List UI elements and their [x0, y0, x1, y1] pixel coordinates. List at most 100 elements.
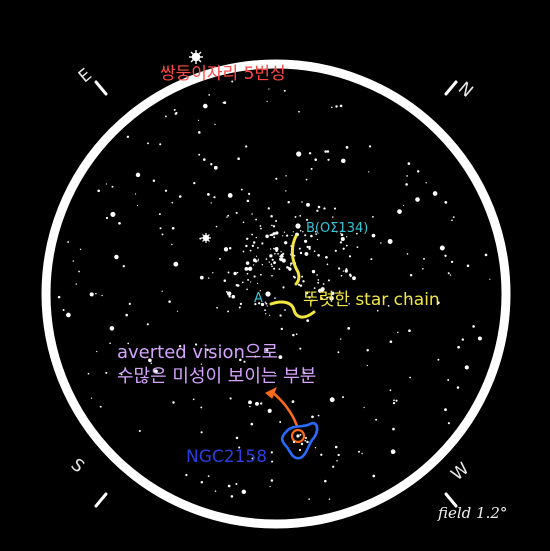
star-dot	[340, 274, 343, 277]
star-dot	[272, 232, 276, 236]
star-dot	[329, 397, 335, 403]
star-dot	[238, 306, 241, 309]
star-dot	[150, 362, 152, 365]
star-dot	[237, 157, 240, 160]
star-dot	[257, 260, 259, 262]
star-dot	[78, 270, 80, 273]
star-dot	[208, 94, 211, 96]
star-dot	[308, 296, 311, 299]
star-dot	[105, 183, 107, 185]
pointer-arrow	[270, 390, 299, 428]
star-dot	[200, 406, 203, 409]
star-dot	[447, 272, 450, 275]
star-dot	[288, 267, 292, 271]
star-dot	[164, 189, 168, 192]
star-dot	[226, 216, 228, 218]
star-dot	[306, 202, 310, 207]
star-dot	[95, 292, 97, 295]
star-dot	[437, 301, 440, 304]
star-dot	[279, 421, 282, 423]
star-dot	[171, 243, 173, 246]
star-dot	[240, 188, 243, 191]
star-dot	[292, 333, 295, 337]
star-dot	[236, 271, 239, 274]
star-dot	[264, 301, 266, 303]
star-dot	[153, 369, 158, 374]
star-dot	[279, 255, 281, 258]
star-dot	[407, 162, 411, 165]
star-dot	[341, 230, 343, 232]
star-dot	[335, 105, 338, 108]
star-dot	[277, 253, 279, 255]
star-dot	[281, 254, 284, 258]
star-dot	[223, 279, 227, 282]
star-dot	[340, 236, 345, 242]
star-dot	[306, 319, 310, 322]
star-dot	[257, 258, 260, 260]
star-b	[295, 223, 301, 229]
star-dot	[305, 178, 308, 181]
star-dot	[127, 342, 130, 345]
star-dot	[90, 397, 93, 399]
star-dot	[228, 295, 231, 298]
star-dot	[214, 490, 217, 492]
star-dot	[274, 252, 276, 255]
bright-star-icon	[201, 233, 211, 243]
star-dot	[192, 398, 195, 401]
star-dot	[408, 329, 411, 333]
star-dot	[109, 342, 111, 345]
star-dot	[214, 123, 216, 126]
star-dot	[390, 449, 396, 455]
star-dot	[278, 268, 281, 270]
star-dot	[246, 199, 250, 203]
star-dot	[265, 302, 268, 305]
star-dot	[304, 439, 307, 442]
star-dot	[235, 211, 238, 214]
star-dot	[337, 351, 340, 354]
star-dot	[314, 158, 317, 161]
star-dot	[271, 274, 273, 277]
star-dot	[266, 100, 268, 103]
star-dot	[339, 241, 343, 244]
star-dot	[306, 440, 309, 444]
star-dot	[255, 255, 258, 257]
star-dot	[372, 216, 374, 218]
star-dot	[320, 297, 322, 299]
star-dot	[268, 88, 270, 90]
star-dot	[477, 336, 482, 341]
star-dot	[403, 204, 405, 206]
star-dot	[439, 245, 445, 251]
star-dot	[472, 325, 475, 328]
star-dot	[409, 274, 413, 277]
star-dot	[171, 226, 175, 230]
star-dot	[206, 348, 209, 351]
star-dot	[409, 298, 411, 300]
star-dot	[291, 400, 295, 403]
star-dot	[172, 401, 175, 404]
star-dot	[101, 294, 103, 297]
star-dot	[457, 345, 460, 349]
star-dot	[340, 233, 344, 237]
star-dot	[461, 338, 465, 341]
star-dot	[299, 284, 303, 287]
star-dot	[261, 263, 264, 266]
star-dot	[392, 401, 396, 405]
arrow-head-icon	[265, 386, 277, 399]
star-dot	[328, 498, 331, 500]
star-dot	[271, 265, 273, 268]
star-dot	[314, 230, 317, 233]
star-dot	[118, 221, 121, 225]
star-dot	[261, 242, 264, 245]
star-dot	[148, 358, 152, 363]
star-dot	[176, 310, 179, 312]
bright-star-icon	[189, 50, 203, 64]
star-dot	[335, 230, 338, 233]
star-dot	[265, 348, 269, 352]
star-dot	[425, 295, 427, 297]
star-dot	[289, 264, 292, 266]
star-dot	[251, 244, 255, 248]
star-dot	[395, 399, 398, 402]
star-dot	[449, 274, 452, 276]
star-dot	[248, 400, 252, 405]
star-dot	[310, 167, 313, 170]
